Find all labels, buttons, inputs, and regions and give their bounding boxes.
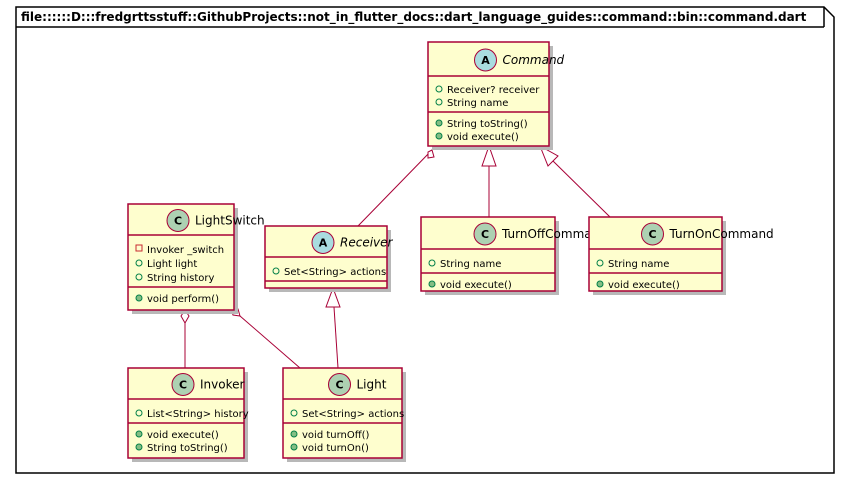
public-field-icon bbox=[272, 267, 280, 275]
stereotype-letter: C bbox=[481, 228, 489, 241]
public-field-icon bbox=[135, 273, 143, 281]
public-method-icon bbox=[135, 294, 143, 302]
generalization-arrow-turnon bbox=[539, 144, 559, 167]
stereotype-letter: A bbox=[481, 54, 490, 67]
abstract-class-icon bbox=[474, 48, 497, 72]
class-name: TurnOnCommand bbox=[669, 227, 774, 241]
class-field: String name bbox=[447, 98, 508, 109]
class-field: Light light bbox=[147, 259, 197, 270]
stereotype-letter: C bbox=[179, 379, 187, 392]
public-field-icon bbox=[596, 259, 604, 267]
class-field: Receiver? receiver bbox=[447, 85, 540, 96]
stereotype-letter: C bbox=[335, 379, 343, 392]
public-field-icon bbox=[135, 259, 143, 267]
class-field: Set<String> actions bbox=[284, 267, 386, 278]
public-field-icon bbox=[435, 98, 443, 106]
edge-turnon-command bbox=[552, 160, 611, 218]
public-method-icon bbox=[290, 430, 298, 438]
public-method-icon bbox=[596, 280, 604, 288]
class-method: void execute() bbox=[147, 430, 219, 441]
class-name: Light bbox=[357, 378, 387, 392]
class-name: LightSwitch bbox=[195, 214, 265, 228]
public-method-icon bbox=[435, 119, 443, 127]
public-field-icon bbox=[435, 85, 443, 93]
class-method: void execute() bbox=[447, 132, 519, 143]
class-method: String toString() bbox=[447, 119, 528, 130]
class-field: List<String> history bbox=[147, 409, 249, 420]
aggregation-diamond-command bbox=[427, 149, 435, 159]
public-method-icon bbox=[135, 430, 143, 438]
class-field: Set<String> actions bbox=[302, 409, 404, 420]
class-icon bbox=[473, 222, 497, 246]
stereotype-letter: A bbox=[319, 237, 328, 250]
class-name: Command bbox=[503, 53, 565, 67]
private-field-icon bbox=[135, 244, 143, 252]
public-method-icon bbox=[135, 443, 143, 451]
class-name: Receiver bbox=[340, 236, 394, 250]
public-method-icon bbox=[428, 280, 436, 288]
edge-light-receiver bbox=[333, 306, 339, 369]
package-title: file::::::D:::fredgrttsstuff::GithubProj… bbox=[21, 10, 807, 25]
class-icon bbox=[166, 209, 190, 232]
class-field: Invoker _switch bbox=[147, 245, 224, 256]
abstract-class-icon bbox=[311, 231, 335, 254]
class-method: void turnOff() bbox=[302, 430, 370, 441]
class-method: void execute() bbox=[440, 280, 512, 291]
public-method-icon bbox=[290, 443, 298, 451]
public-field-icon bbox=[135, 409, 143, 417]
class-method: void perform() bbox=[147, 294, 219, 305]
generalization-arrow-turnoff bbox=[481, 144, 497, 167]
edge-lightswitch-light bbox=[239, 315, 301, 369]
class-name: Invoker bbox=[200, 378, 244, 392]
class-box bbox=[127, 367, 245, 459]
public-field-icon bbox=[290, 409, 298, 417]
class-icon bbox=[641, 222, 664, 246]
class-name: TurnOffCommand bbox=[501, 227, 607, 241]
stereotype-letter: C bbox=[648, 228, 656, 241]
stereotype-letter: C bbox=[174, 215, 182, 228]
class-icon bbox=[328, 373, 351, 396]
class-box bbox=[420, 216, 556, 292]
class-field: String history bbox=[147, 273, 214, 284]
class-field: String name bbox=[608, 259, 669, 270]
class-method: String toString() bbox=[147, 443, 228, 454]
edge-command-receiver bbox=[357, 149, 433, 227]
generalization-arrow-light bbox=[325, 286, 341, 308]
public-field-icon bbox=[428, 259, 436, 267]
class-icon bbox=[171, 373, 195, 396]
public-method-icon bbox=[435, 132, 443, 140]
class-field: String name bbox=[440, 259, 501, 270]
class-method: void turnOn() bbox=[302, 443, 369, 454]
class-method: void execute() bbox=[608, 280, 680, 291]
